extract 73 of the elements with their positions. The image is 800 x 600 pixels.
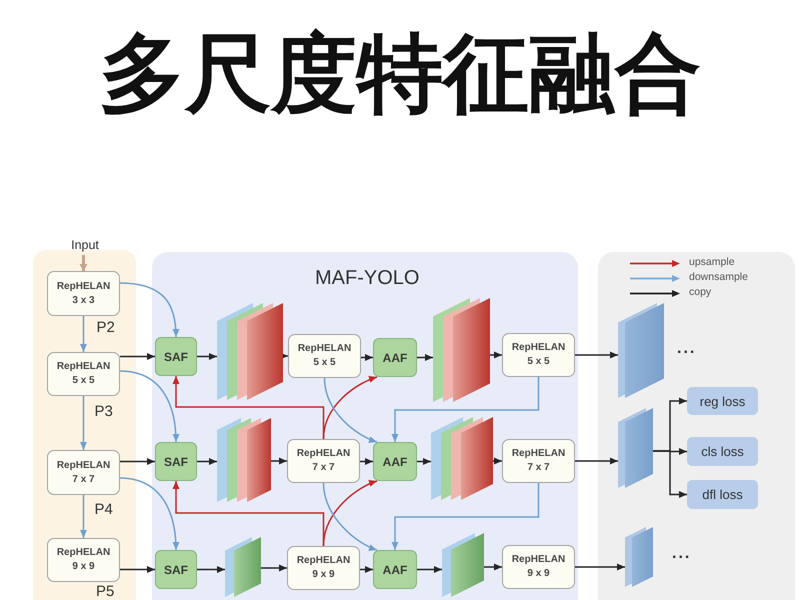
arrow — [361, 354, 373, 361]
arrow — [120, 477, 180, 550]
feature-map-stack — [442, 533, 484, 597]
fusion-box: SAF — [155, 550, 197, 589]
legend-text: copy — [689, 286, 712, 298]
ellipsis: ... — [677, 341, 696, 357]
arrow — [575, 352, 618, 358]
feature-map-stack — [433, 298, 490, 402]
arrow — [653, 450, 687, 498]
input-label: Input — [64, 237, 106, 255]
legend-text: downsample — [689, 271, 748, 283]
edge-label: P2 — [96, 318, 115, 336]
feature-map — [625, 527, 653, 587]
module-box: RepHELAN 7 x 7 — [287, 439, 360, 483]
arrow — [261, 564, 287, 572]
feature-map-stack — [225, 537, 261, 597]
arrow — [80, 396, 87, 450]
fusion-box: AAF — [373, 442, 417, 481]
fusion-box: AAF — [373, 338, 417, 377]
feature-map-stack — [217, 418, 271, 502]
legend-text: upsample — [689, 256, 735, 268]
arrow — [120, 282, 180, 338]
arrow — [80, 316, 87, 352]
arrow — [80, 495, 87, 538]
feature-map-stack — [217, 303, 283, 400]
arrow — [120, 370, 180, 442]
module-box: RepHELAN 5 x 5 — [502, 333, 575, 377]
level-label: P5 — [96, 583, 114, 600]
feature-map — [618, 408, 653, 488]
arrow — [575, 564, 625, 570]
module-box: RepHELAN 3 x 3 — [47, 271, 120, 316]
loss-box: reg loss — [687, 387, 758, 415]
arrow — [417, 566, 442, 573]
module-box: RepHELAN 9 x 9 — [287, 546, 360, 590]
arrow — [197, 353, 217, 360]
arrow — [120, 353, 155, 360]
arrow — [392, 483, 540, 550]
fusion-box: SAF — [155, 442, 197, 481]
loss-box: dfl loss — [687, 480, 758, 509]
edge-label: P3 — [94, 402, 113, 420]
arrow — [360, 566, 373, 573]
arrow — [493, 458, 502, 464]
arrow — [120, 458, 155, 465]
arrow — [490, 352, 502, 358]
arrow — [417, 354, 433, 361]
arrow — [360, 458, 373, 465]
loss-box: cls loss — [687, 437, 758, 466]
panel — [33, 250, 136, 600]
ellipsis: ... — [672, 546, 692, 562]
feature-map-stack — [431, 417, 493, 500]
arrow — [197, 566, 225, 573]
feature-map — [618, 303, 664, 398]
arrow — [417, 458, 431, 465]
panel — [152, 252, 578, 600]
module-box: RepHELAN 9 x 9 — [47, 538, 120, 582]
arrow — [120, 566, 155, 573]
panel-title: MAF-YOLO — [315, 266, 420, 290]
arrow — [392, 377, 540, 442]
module-box: RepHELAN 7 x 7 — [502, 439, 575, 483]
arrow — [197, 458, 217, 465]
module-box: RepHELAN 5 x 5 — [47, 352, 120, 396]
edge-label: P4 — [94, 501, 113, 518]
fusion-box: SAF — [155, 337, 197, 376]
arrow — [271, 458, 287, 464]
module-box: RepHELAN 5 x 5 — [288, 334, 361, 378]
module-box: RepHELAN 9 x 9 — [502, 545, 575, 589]
arrow — [484, 564, 502, 570]
panel — [598, 252, 795, 600]
arrow — [80, 255, 88, 271]
module-box: RepHELAN 7 x 7 — [47, 450, 120, 495]
arrow — [575, 458, 618, 464]
arrow — [280, 352, 288, 360]
fusion-box: AAF — [373, 550, 417, 589]
